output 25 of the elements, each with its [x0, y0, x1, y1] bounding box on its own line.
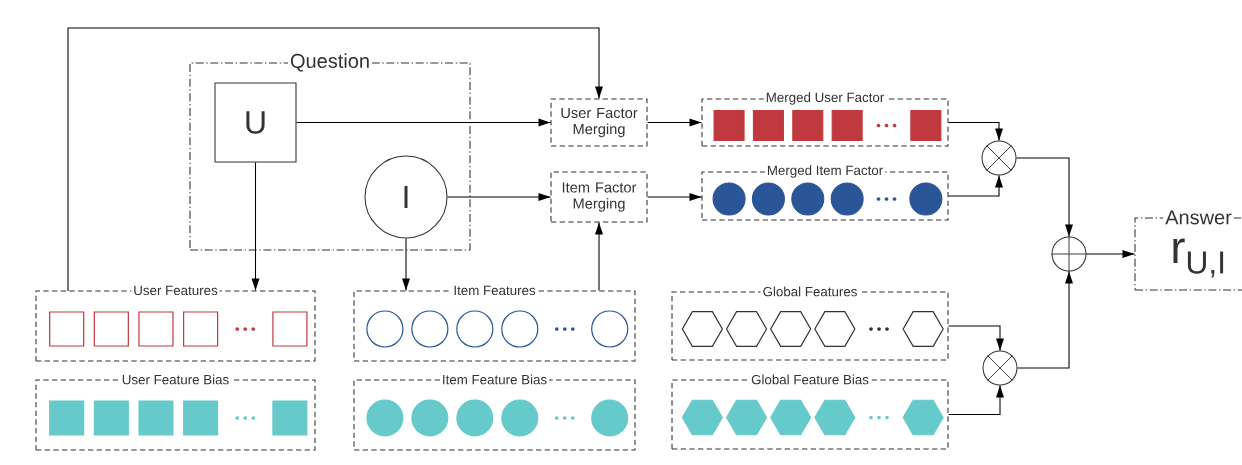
group-box: User Features [35, 285, 316, 362]
arrow [948, 121, 1003, 141]
group-box: Item Features [353, 285, 636, 362]
process-box: U [214, 82, 297, 163]
process-box: User Factor Merging [550, 98, 648, 147]
arrow [447, 193, 551, 201]
arrow [296, 118, 551, 127]
arrow [1086, 250, 1135, 258]
answer-box: Answer r$_{U,I}$ [1134, 210, 1242, 291]
arrow [1017, 271, 1073, 369]
arrow [948, 325, 1004, 351]
arrow [67, 27, 603, 292]
sum-symbol [1051, 236, 1087, 272]
arrow [251, 162, 260, 291]
arrow [647, 118, 702, 127]
group-box: Global Features [671, 286, 949, 361]
multiply-symbol [981, 140, 1017, 176]
arrow [595, 222, 603, 291]
process-box: Item Factor Merging [550, 171, 648, 223]
arrow [1016, 157, 1073, 237]
arrow [402, 238, 410, 291]
multiply-symbol [982, 350, 1018, 386]
arrow [647, 193, 702, 201]
arrow [948, 385, 1004, 416]
arrow [948, 175, 1003, 197]
